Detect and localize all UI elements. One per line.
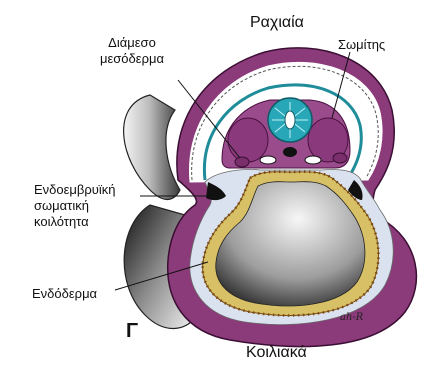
notochord <box>283 147 297 157</box>
label-somite: Σωμίτης <box>338 37 385 53</box>
intermediate-mesoderm-right <box>333 153 347 163</box>
label-intraembryonic-coelom: Ενδοεμβρυϊκή σωματική κοιλότητα <box>34 182 116 230</box>
label-endoderm: Ενδόδερμα <box>32 286 97 302</box>
label-ventral: Κοιλιακά <box>246 344 307 362</box>
neural-canal <box>285 111 295 129</box>
dorsal-aorta-left <box>260 156 276 164</box>
somite-left <box>228 118 268 162</box>
label-dorsal: Ραχιαία <box>250 14 304 32</box>
label-intermediate-mesoderm: Διάμεσο μεσόδερμα <box>92 35 172 67</box>
amnion-upper-fold <box>124 95 180 199</box>
dorsal-aorta-right <box>305 156 321 164</box>
panel-letter: Γ <box>126 320 138 343</box>
artist-signature: ah-R <box>340 312 363 323</box>
intermediate-mesoderm-left <box>235 157 249 167</box>
